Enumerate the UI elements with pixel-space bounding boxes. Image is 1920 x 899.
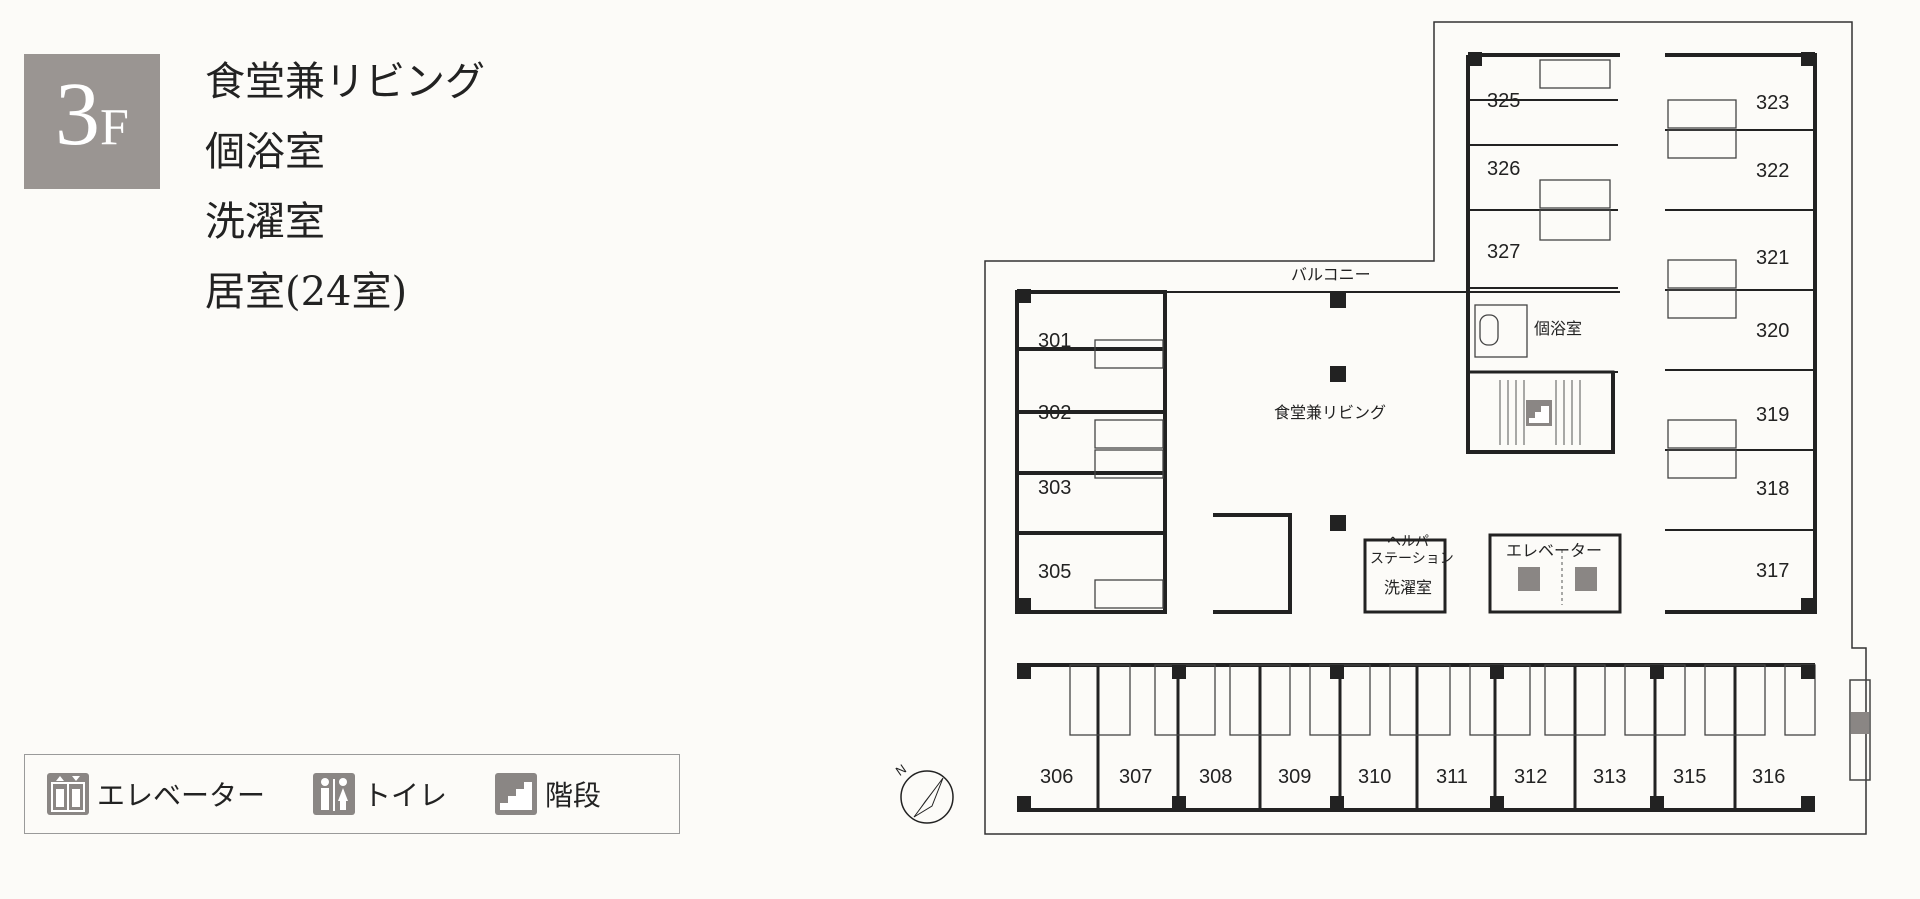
- legend: エレベーター トイレ 階段: [24, 754, 680, 834]
- room-307: 307: [1119, 766, 1152, 788]
- balcony-label: バルコニー: [1291, 267, 1371, 284]
- north-compass: N: [893, 761, 954, 824]
- area-labels: バルコニー 食堂兼リビング 個浴室 ヘルパー ステーション 洗濯室 エレベーター: [1274, 267, 1602, 597]
- room-323: 323: [1756, 92, 1789, 114]
- room-309: 309: [1278, 766, 1311, 788]
- room-308: 308: [1199, 766, 1232, 788]
- facility-list: 食堂兼リビング 個浴室 洗濯室 居室(24室): [205, 52, 485, 332]
- outer-wall: [984, 21, 1867, 835]
- room-327: 327: [1487, 241, 1520, 263]
- room-318: 318: [1756, 478, 1789, 500]
- room-321: 321: [1756, 247, 1789, 269]
- room-322: 322: [1756, 160, 1789, 182]
- helper-label-2: ステーション: [1370, 550, 1454, 566]
- helper-label-1: ヘルパー: [1387, 533, 1443, 549]
- room-319: 319: [1756, 404, 1789, 426]
- stairwell: [1466, 370, 1871, 781]
- room-labels: 301 302 303 305 325 326 327 323 322 321 …: [1038, 90, 1789, 788]
- toilet-fixtures: [1069, 59, 1816, 736]
- room-316: 316: [1752, 766, 1785, 788]
- elevator-label: エレベーター: [1506, 542, 1602, 560]
- bottom-room-walls: [1096, 665, 1737, 810]
- bath-fixtures: [1474, 304, 1528, 358]
- legend-elevator-label: エレベーター: [97, 779, 266, 812]
- room-302: 302: [1038, 402, 1071, 424]
- room-313: 313: [1593, 766, 1626, 788]
- room-326: 326: [1487, 158, 1520, 180]
- floor-badge: 3 F: [24, 54, 160, 189]
- legend-toilet-label: トイレ: [363, 779, 448, 812]
- bath-label: 個浴室: [1534, 320, 1582, 338]
- room-320: 320: [1756, 320, 1789, 342]
- legend-toilet: トイレ: [313, 773, 447, 815]
- legend-elevator: エレベーター: [47, 773, 265, 815]
- dining-label: 食堂兼リビング: [1274, 404, 1386, 422]
- room-312: 312: [1514, 766, 1547, 788]
- stairs-icon: [495, 773, 538, 815]
- room-306: 306: [1040, 766, 1073, 788]
- room-305: 305: [1038, 561, 1071, 583]
- facility-bath: 個浴室: [205, 129, 325, 175]
- room-310: 310: [1358, 766, 1391, 788]
- facility-laundry: 洗濯室: [205, 199, 325, 245]
- room-315: 315: [1673, 766, 1706, 788]
- facility-rooms: 居室(24室): [205, 269, 408, 315]
- laundry-label: 洗濯室: [1384, 579, 1432, 597]
- legend-stairs: 階段: [495, 773, 601, 815]
- toilet-icon: [313, 773, 356, 815]
- north-label: N: [893, 761, 909, 779]
- room-311: 311: [1436, 766, 1468, 788]
- elevator-icon: [47, 773, 89, 815]
- room-301: 301: [1038, 330, 1071, 352]
- floor-number: 3: [55, 65, 101, 164]
- floor-suffix: F: [100, 99, 129, 156]
- columns: [1017, 52, 1815, 810]
- room-325: 325: [1487, 90, 1520, 112]
- elevator-icons: [1518, 550, 1597, 605]
- legend-stairs-label: 階段: [545, 779, 602, 812]
- room-303: 303: [1038, 477, 1071, 499]
- facility-dining: 食堂兼リビング: [205, 59, 485, 105]
- room-317: 317: [1756, 560, 1789, 582]
